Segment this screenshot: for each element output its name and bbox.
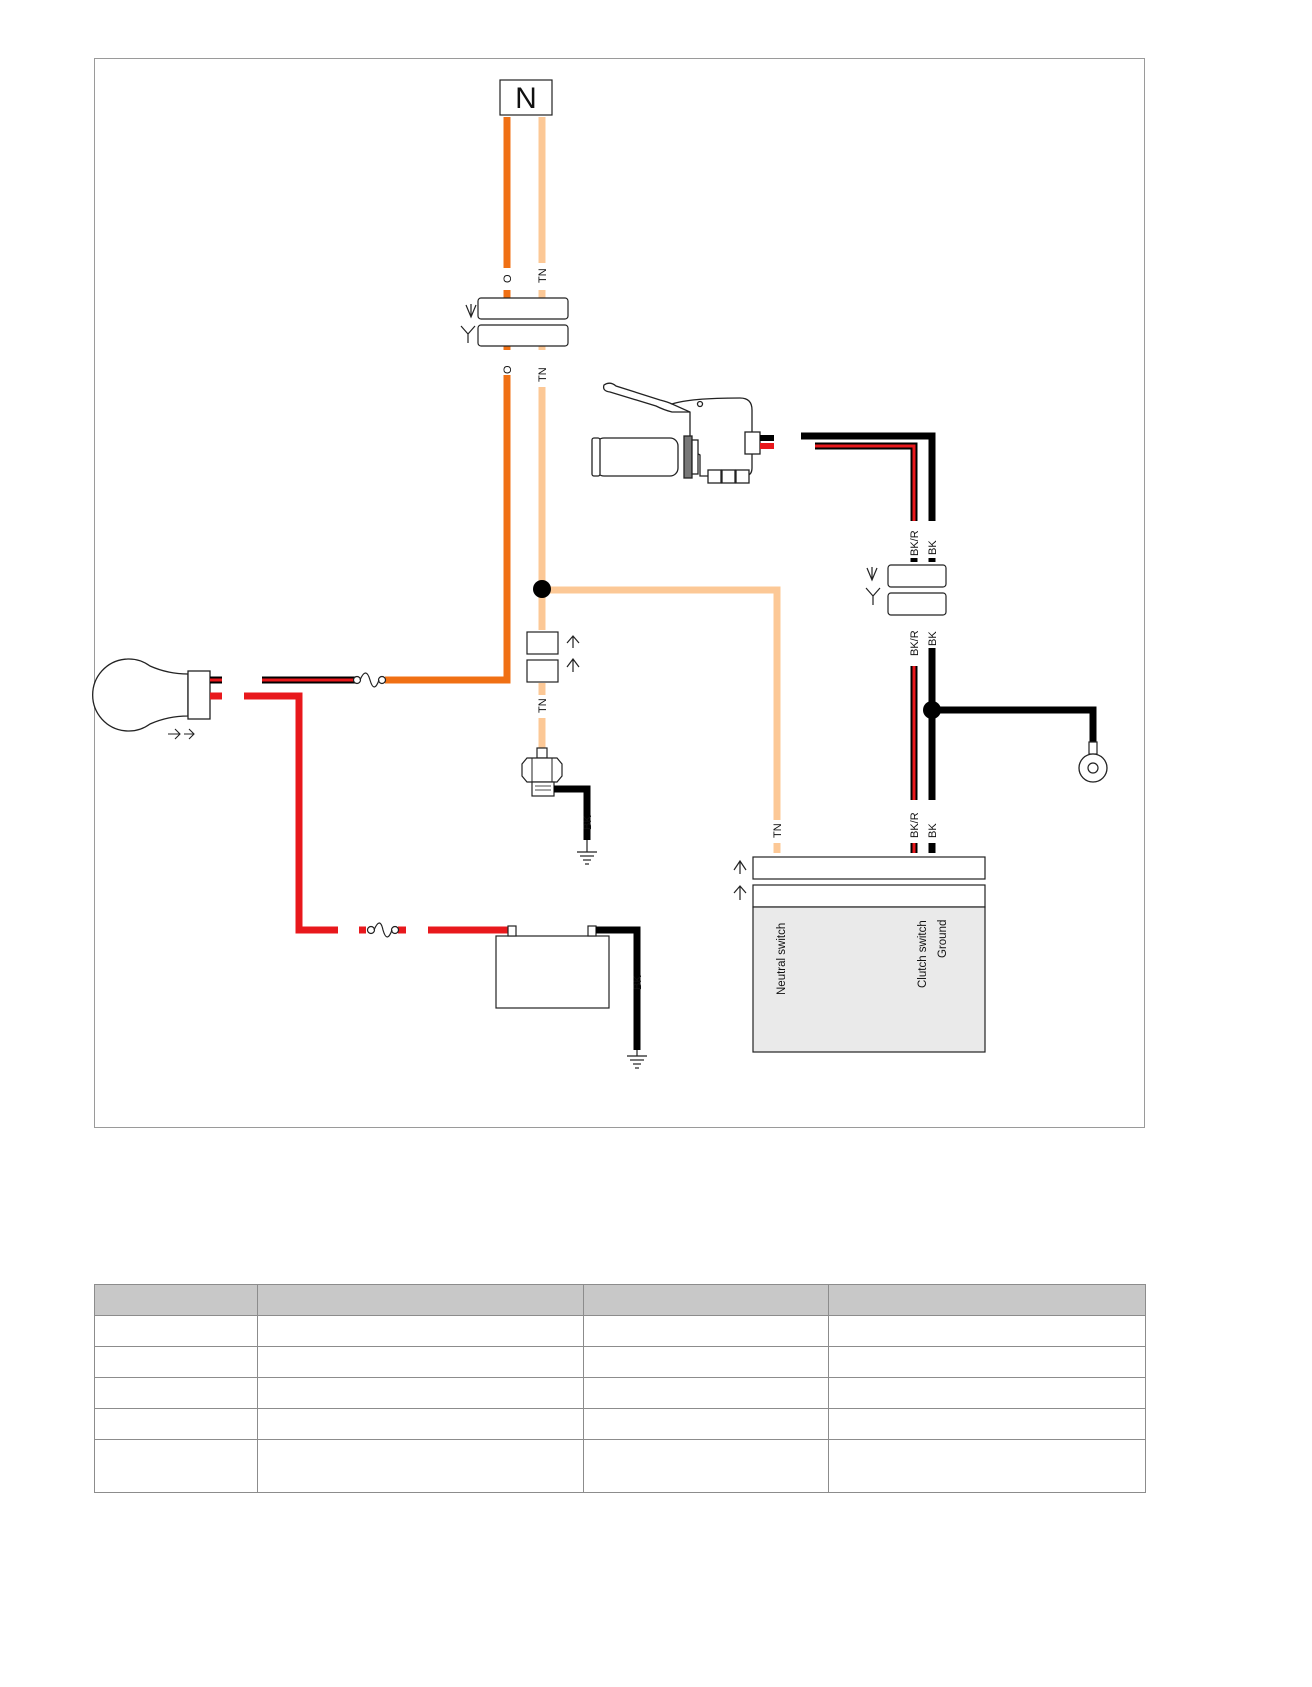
control-module — [752, 906, 986, 1053]
splice-dot-ground — [923, 701, 941, 719]
wire-label-bk-battery: BK — [632, 975, 644, 990]
table-cell — [583, 1377, 829, 1409]
table-cell — [94, 1439, 258, 1493]
table-cell — [94, 1408, 258, 1440]
splice-dot-tan — [533, 580, 551, 598]
table-header-cell — [828, 1284, 1146, 1316]
table-cell — [94, 1315, 258, 1347]
clutch-bk-wire — [801, 432, 936, 521]
wire-label-bk-lower: BK — [927, 631, 939, 646]
wire-label-tn-lower: TN — [537, 367, 549, 382]
table-cell — [94, 1377, 258, 1409]
table-cell — [257, 1439, 584, 1493]
orange-wire — [385, 117, 511, 684]
table-cell — [583, 1346, 829, 1378]
table-cell — [94, 1346, 258, 1378]
table-header-row — [94, 1284, 1146, 1316]
ring-terminal — [1078, 741, 1108, 783]
wire-label-tn-module: TN — [772, 823, 784, 838]
table-cell — [828, 1408, 1146, 1440]
neutral-switch-ground-wire — [554, 785, 591, 840]
tan-wire — [538, 117, 781, 853]
module-label-clutch-switch: Clutch switch — [917, 920, 929, 988]
module-label-neutral-switch: Neutral switch — [776, 923, 788, 995]
wire-label-bkr-upper: BK/R — [909, 530, 921, 556]
clutch-bkr-wire — [815, 442, 918, 521]
table-row — [94, 1408, 1146, 1440]
red-wire — [244, 692, 512, 934]
ground-symbol-battery — [627, 1050, 647, 1069]
table-header-cell — [583, 1284, 829, 1316]
table-header-cell — [257, 1284, 584, 1316]
table-cell — [583, 1439, 829, 1493]
wire-label-bkr-lower: BK/R — [909, 630, 921, 656]
wire-label-tn-switch: TN — [537, 698, 549, 713]
table-cell — [583, 1408, 829, 1440]
neutral-indicator-letter: N — [515, 82, 537, 115]
wire-label-bkr-module: BK/R — [909, 812, 921, 838]
clutch-lever — [591, 382, 761, 484]
ground-symbol-switch — [577, 840, 597, 865]
neutral-indicator: N — [499, 79, 553, 116]
table-cell — [828, 1315, 1146, 1347]
inline-connector-clutch — [865, 564, 947, 616]
wire-label-o-lower: O — [502, 365, 514, 374]
lamp-bulb — [92, 658, 211, 740]
battery — [495, 925, 610, 1009]
table-cell — [257, 1408, 584, 1440]
ground-branch-wire — [932, 706, 1097, 742]
table-header-cell — [94, 1284, 258, 1316]
wire-label-bk-switch: BK — [582, 815, 594, 830]
table-cell — [828, 1346, 1146, 1378]
module-connector — [733, 856, 986, 908]
table-row — [94, 1439, 1146, 1493]
neutral-switch — [521, 747, 563, 797]
table-row — [94, 1377, 1146, 1409]
wiring-diagram-frame — [94, 58, 1145, 1128]
wire-label-o-upper: O — [502, 274, 514, 283]
table-row — [94, 1315, 1146, 1347]
inline-connector-upper — [460, 297, 569, 347]
table-row — [94, 1346, 1146, 1378]
fuse-upper — [352, 672, 387, 688]
wire-label-bk-module: BK — [927, 823, 939, 838]
table-cell — [257, 1315, 584, 1347]
fuse-lower — [366, 922, 400, 938]
module-label-ground: Ground — [937, 920, 949, 958]
table-cell — [583, 1315, 829, 1347]
table-cell — [257, 1377, 584, 1409]
wire-label-bk-upper: BK — [927, 540, 939, 555]
table-cell — [828, 1439, 1146, 1493]
battery-ground-wire — [596, 926, 641, 1050]
table-cell — [828, 1377, 1146, 1409]
wire-label-tn-upper: TN — [537, 268, 549, 283]
data-table — [94, 1284, 1146, 1493]
table-cell — [257, 1346, 584, 1378]
neutral-switch-connector — [526, 631, 580, 683]
